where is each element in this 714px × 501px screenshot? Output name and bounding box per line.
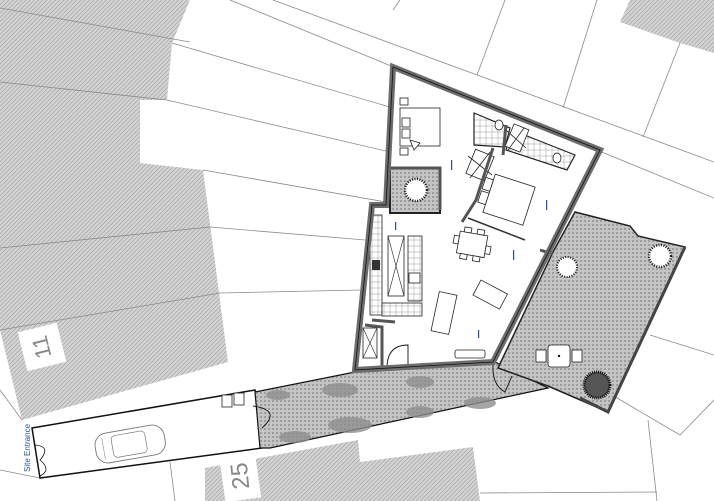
car-parking-space [94,424,166,464]
dining-table [452,226,492,263]
utility-room [362,327,378,359]
bin-store [221,392,245,408]
neighbour-building-left [0,0,228,420]
neighbour-building-bottom [205,440,480,501]
bed-bedroom-2 [477,173,536,226]
sliding-door[interactable] [467,217,526,241]
terrace-table-set [535,344,583,368]
terrace-parapet [579,246,687,415]
sofa [430,279,509,359]
plot-number-25: 25 [218,449,262,501]
plant-icon [403,177,429,203]
terrace-door[interactable] [492,364,513,393]
garden-gate[interactable] [252,405,271,429]
garden-shrubs [266,376,496,443]
bed-bedroom-1 [399,97,441,156]
svg-text:25: 25 [226,461,256,490]
site-entrance-gate[interactable] [33,444,47,477]
kitchen-units [369,214,423,317]
room-label-marks [395,160,548,338]
neighbour-building-top-right [620,0,714,53]
site-entrance-label: Site Entrance [23,423,32,472]
entrance-door[interactable] [386,344,409,369]
toilet-icon [494,119,562,164]
plot-number-11: 11 [17,322,67,372]
shower-icon [465,123,530,182]
